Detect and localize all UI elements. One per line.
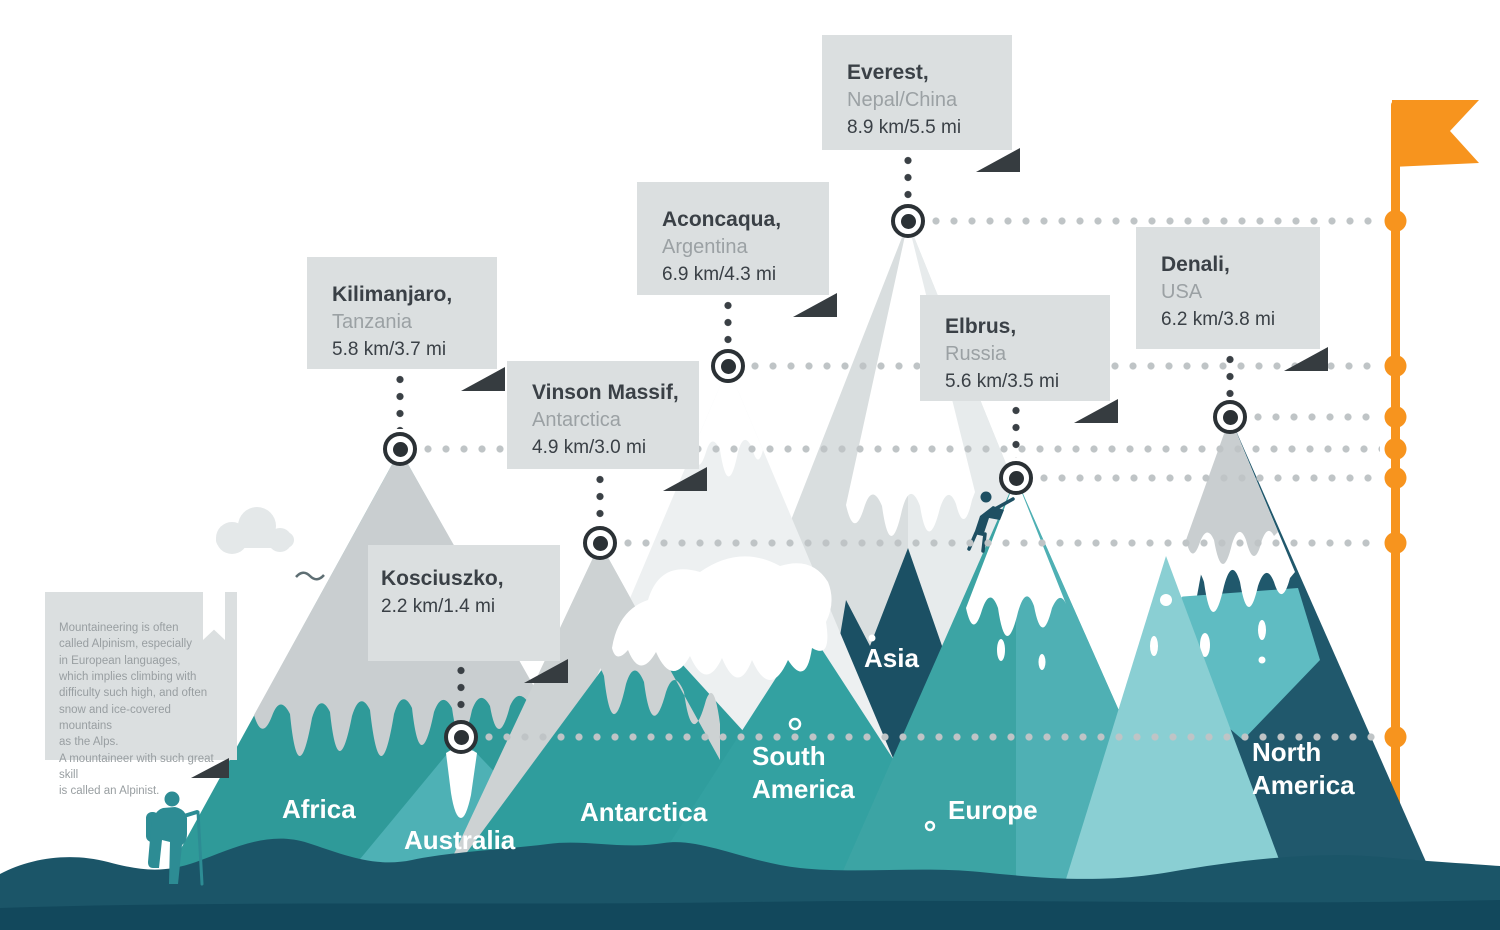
snow-drip: [997, 639, 1005, 661]
mountain-name: Kosciuszko,: [381, 567, 504, 590]
mountain-height: 8.9 km/5.5 mi: [847, 117, 962, 138]
mountain-name: Elbrus,: [945, 315, 1017, 338]
snow-drip: [1200, 633, 1210, 657]
peak-marker-dot: [720, 358, 736, 374]
label-connector-denali: [1226, 351, 1234, 397]
everest-snowcap: [846, 222, 975, 537]
label-connector-aconcaqua: [724, 297, 732, 346]
mountain-name: Aconcaqua,: [662, 208, 782, 231]
label-connector-kosciuszko: [457, 662, 465, 717]
peak-marker-aconcaqua: [711, 349, 745, 383]
peak-marker-dot: [1008, 470, 1024, 486]
label-box-aconcaqua: Aconcaqua, Argentina 6.9 km/4.3 mi: [637, 182, 837, 317]
elbrus-snowcap: [966, 478, 1066, 637]
peak-marker-everest: [891, 204, 925, 238]
peak-marker-dot: [453, 729, 469, 745]
label-box-elbrus: Elbrus, Russia 5.6 km/3.5 mi: [920, 295, 1118, 423]
peak-marker-elbrus: [999, 461, 1033, 495]
mountain-name: Everest,: [847, 61, 929, 84]
altitude-line-vinson: [619, 539, 1380, 547]
mountain-height: 5.6 km/3.5 mi: [945, 371, 1060, 392]
mountain-aqua-wedge: [1058, 556, 1296, 905]
mountain-height: 6.2 km/3.8 mi: [1161, 309, 1276, 330]
altitude-line-kosciuszko: [480, 733, 1380, 741]
cloud-icon: [216, 507, 294, 554]
mountain-country: USA: [1161, 281, 1203, 303]
info-note-text: Mountaineering is often called Alpinism,…: [59, 622, 214, 798]
label-box-kilimanjaro: Kilimanjaro, Tanzania 5.8 km/3.7 mi: [307, 257, 505, 391]
mountain-height: 6.9 km/4.3 mi: [662, 264, 777, 285]
snow-speckle: [924, 820, 936, 832]
altitude-line-kilimanjaro: [419, 445, 1380, 453]
mountain-country: Russia: [945, 343, 1007, 365]
continent-label-asia: Asia: [864, 643, 919, 673]
altitude-line-elbrus: [1035, 474, 1380, 482]
flag-icon: [1392, 100, 1479, 167]
label-box-everest: Everest, Nepal/China 8.9 km/5.5 mi: [822, 35, 1020, 172]
bird-icon: [295, 571, 325, 581]
label-box-vinson: Vinson Massif, Antarctica 4.9 km/3.0 mi: [507, 361, 707, 491]
denali-gray-cap: [1186, 417, 1278, 565]
label-connector-kilimanjaro: [396, 371, 404, 429]
mountain-country: Nepal/China: [847, 89, 958, 111]
snow-speckle: [868, 634, 876, 642]
altitude-line-everest: [927, 217, 1380, 225]
peak-marker-denali: [1213, 400, 1247, 434]
altitude-line-denali: [1249, 413, 1380, 421]
continent-label-europe: Europe: [948, 795, 1038, 825]
aconcaqua-snowcap: [692, 367, 763, 477]
info-note-box: Mountaineering is often called Alpinism,…: [45, 588, 237, 797]
foreground-strip: [0, 900, 1500, 930]
continent-label-south-america: South America: [752, 741, 855, 804]
mountain-height: 4.9 km/3.0 mi: [532, 437, 647, 458]
snow-speckle: [1258, 656, 1266, 664]
denali-mid-band: [1152, 588, 1320, 740]
mountain-height: 2.2 km/1.4 mi: [381, 596, 496, 617]
bookmark-ribbon-icon: [203, 588, 225, 640]
continent-label-australia: Australia: [404, 825, 516, 855]
kosciuszko-snow-drip: [446, 748, 477, 818]
mountain-name: Vinson Massif,: [532, 381, 679, 404]
peak-marker-dot: [392, 441, 408, 457]
peak-marker-kosciuszko: [444, 720, 478, 754]
mountain-country: Antarctica: [532, 409, 621, 431]
peak-marker-vinson: [583, 526, 617, 560]
peak-marker-kilimanjaro: [383, 432, 417, 466]
hiker-figure: [146, 791, 204, 886]
label-connector-everest: [904, 152, 912, 203]
mountain-country: Argentina: [662, 236, 748, 258]
mountain-country: Tanzania: [332, 311, 413, 333]
label-box-kosciuszko: Kosciuszko, 2.2 km/1.4 mi: [368, 545, 568, 683]
snow-speckle: [788, 717, 802, 731]
snow-drip: [1258, 620, 1266, 640]
peak-marker-dot: [900, 213, 916, 229]
label-connector-elbrus: [1012, 402, 1020, 458]
continent-label-north-america: North America: [1252, 737, 1355, 800]
mountain-height: 5.8 km/3.7 mi: [332, 339, 447, 360]
label-connector-vinson: [596, 471, 604, 523]
snow-speckle: [1160, 594, 1172, 606]
label-box-denali: Denali, USA 6.2 km/3.8 mi: [1136, 227, 1328, 371]
aconcaqua-snow-drift: [612, 556, 832, 680]
peak-marker-dot: [592, 535, 608, 551]
pole-altitude-dots: [1384, 210, 1407, 748]
snow-drip: [1038, 654, 1046, 670]
snow-drip: [1150, 636, 1158, 656]
continent-label-antarctica: Antarctica: [580, 797, 708, 827]
mountain-name: Kilimanjaro,: [332, 283, 453, 306]
peak-marker-dot: [1222, 409, 1238, 425]
mountain-name: Denali,: [1161, 253, 1230, 276]
continent-label-africa: Africa: [282, 794, 356, 824]
